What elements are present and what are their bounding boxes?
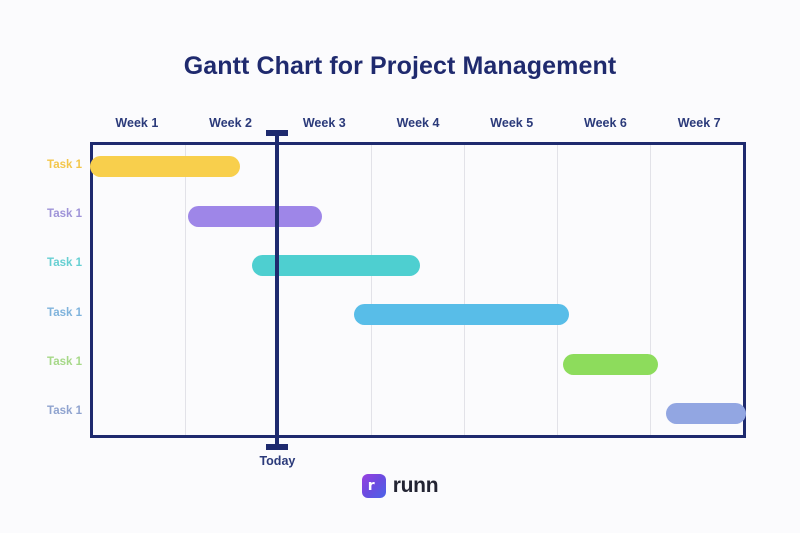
week-header-4: Week 4	[396, 116, 440, 130]
gridline-cell	[465, 145, 558, 435]
week-header-1: Week 1	[115, 116, 159, 130]
week-header-5: Week 5	[490, 116, 534, 130]
task-bar[interactable]	[90, 156, 240, 178]
task-label: Task 1	[47, 405, 82, 418]
task-label: Task 1	[47, 306, 82, 319]
runn-logo-wordmark: runn	[392, 474, 439, 497]
task-bar[interactable]	[252, 254, 420, 276]
gridline-cell	[186, 145, 279, 435]
gridlines	[93, 145, 743, 435]
task-bar[interactable]	[563, 353, 658, 375]
week-header-7: Week 7	[677, 116, 721, 130]
week-header-row: Week 1 Week 2 Week 3 Week 4 Week 5 Week …	[90, 112, 746, 134]
gridline-cell	[558, 145, 651, 435]
page-title: Gantt Chart for Project Management	[183, 52, 617, 80]
runn-logo-mark-icon: r	[361, 474, 386, 498]
gridline-cell	[93, 145, 186, 435]
runn-logo: r runn	[0, 474, 800, 498]
runn-logo-glyph: r	[367, 478, 375, 494]
today-marker-label: Today	[259, 454, 296, 468]
task-bar[interactable]	[354, 304, 569, 326]
task-label: Task 1	[47, 356, 82, 368]
task-label: Task 1	[47, 158, 82, 171]
week-header-6: Week 6	[584, 116, 627, 130]
gridline-cell	[372, 145, 465, 435]
task-bar[interactable]	[188, 205, 323, 227]
task-label: Task 1	[47, 208, 82, 220]
task-label: Task 1	[47, 257, 82, 270]
week-header-2: Week 2	[209, 116, 252, 130]
today-marker-cap-bottom	[266, 444, 289, 450]
today-marker-line	[275, 130, 280, 450]
week-header-3: Week 3	[302, 116, 346, 130]
plot-frame	[90, 142, 746, 438]
task-bar[interactable]	[666, 402, 746, 424]
gridline-cell	[279, 145, 372, 435]
gridline-cell	[651, 145, 743, 435]
